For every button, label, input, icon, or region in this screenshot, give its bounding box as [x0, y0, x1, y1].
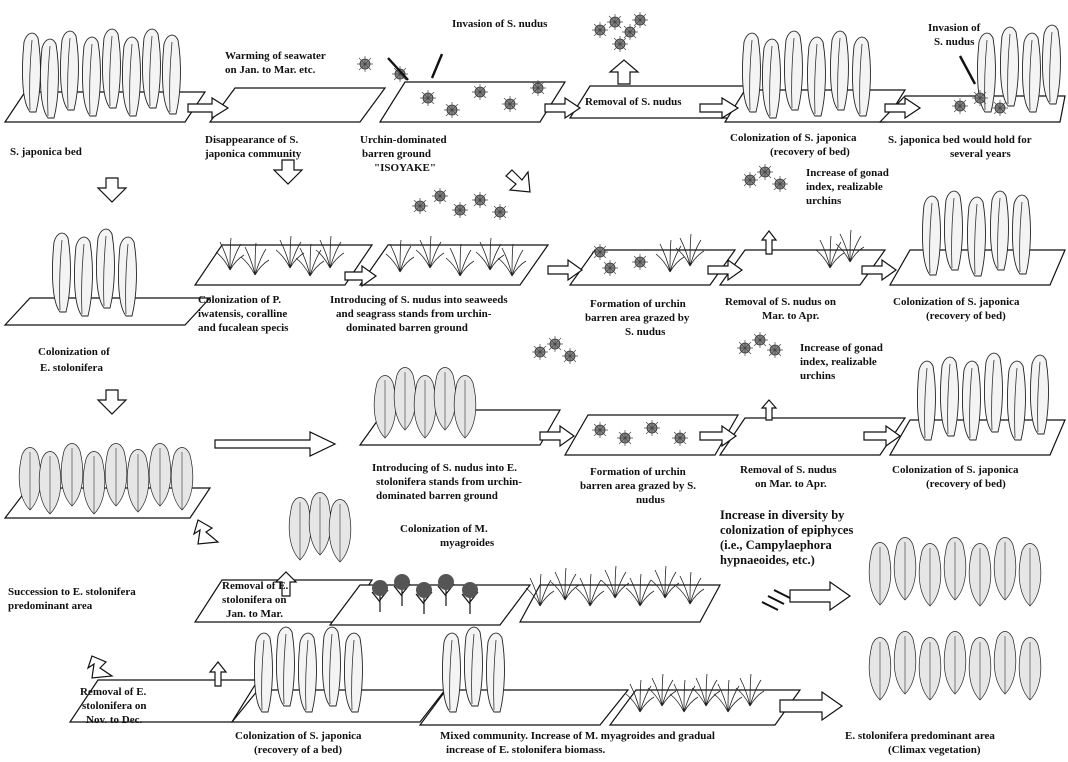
label-japonica-bed: S. japonica bed — [10, 146, 82, 159]
label-gonad3-3: urchins — [800, 370, 835, 383]
label-form-1: Formation of urchin — [590, 298, 686, 311]
row5-plates — [70, 680, 800, 725]
label-gonad-1: Increase of gonad — [806, 167, 889, 180]
label-intro3-3: dominated barren ground — [376, 490, 498, 503]
label-invasion-r2: S. nudus — [934, 36, 974, 49]
label-colon5-2: (recovery of a bed) — [254, 744, 342, 757]
label-succ-1: Succession to E. stolonifera — [8, 586, 136, 599]
label-colon3-2: (recovery of bed) — [926, 478, 1006, 491]
label-removal: Removal of S. nudus — [585, 96, 682, 109]
label-remove5-2: stolonifera on — [82, 700, 146, 713]
label-intro3-2: stolonifera stands from urchin- — [376, 476, 522, 489]
label-gonad3-1: Increase of gonad — [800, 342, 883, 355]
label-colon-e2: E. stolonifera — [40, 362, 103, 375]
label-intro-3: dominated barren ground — [346, 322, 468, 335]
label-gonad-3: urchins — [806, 195, 841, 208]
label-form-2: barren area grazed by — [585, 312, 689, 325]
label-colon5-1: Colonization of S. japonica — [235, 730, 362, 743]
label-urchin-1: Urchin-dominated — [360, 134, 447, 147]
label-removal3-1: Removal of S. nudus — [740, 464, 837, 477]
label-colon-m2: myagroides — [440, 537, 494, 550]
label-warming-2: on Jan. to Mar. etc. — [225, 64, 315, 77]
label-warming-1: Warming of seawater — [225, 50, 326, 63]
label-div-3: (i.e., Campylaephora — [720, 538, 832, 552]
label-succ-2: predominant area — [8, 600, 92, 613]
label-removal2-1: Removal of S. nudus on — [725, 296, 836, 309]
row2-plates — [5, 245, 1065, 325]
label-colon-1: Colonization of S. japonica — [730, 132, 857, 145]
label-colon2-1: Colonization of S. japonica — [893, 296, 1020, 309]
label-colon2-2: (recovery of bed) — [926, 310, 1006, 323]
label-colon-e1: Colonization of — [38, 346, 110, 359]
label-colon-p2: iwatensis, coralline — [198, 308, 287, 321]
label-disappear-1: Disappearance of S. — [205, 134, 298, 147]
label-remove5-3: Nov. to Dec. — [86, 714, 142, 727]
label-climax-2: (Climax vegetation) — [888, 744, 981, 757]
label-removal2-2: Mar. to Apr. — [762, 310, 819, 323]
plate-warming — [210, 88, 385, 122]
label-gonad-2: index, realizable — [806, 181, 883, 194]
label-remove4-3: Jan. to Mar. — [226, 608, 283, 621]
label-remove5-1: Removal of E. — [80, 686, 146, 699]
label-form3-2: barren area grazed by S. — [580, 480, 696, 493]
label-colon-p1: Colonization of P. — [198, 294, 281, 307]
label-removal3-2: on Mar. to Apr. — [755, 478, 827, 491]
label-intro-1: Introducing of S. nudus into seaweeds — [330, 294, 508, 307]
label-form3-1: Formation of urchin — [590, 466, 686, 479]
label-remove4-2: stolonifera on — [222, 594, 286, 607]
label-form-3: S. nudus — [625, 326, 665, 339]
label-invasion-r1: Invasion of — [928, 22, 980, 35]
label-remove4-1: Removal of E. — [222, 580, 288, 593]
label-disappear-2: japonica community — [205, 148, 301, 161]
label-hold-2: several years — [950, 148, 1011, 161]
label-colon-2: (recovery of bed) — [770, 146, 850, 159]
label-div-4: hypnaeoides, etc.) — [720, 553, 815, 567]
label-mixed-2: increase of E. stolonifera biomass. — [446, 744, 605, 757]
label-colon-m1: Colonization of M. — [400, 523, 488, 536]
label-mixed-1: Mixed community. Increase of M. myagroid… — [440, 730, 715, 743]
label-urchin-3: "ISOYAKE" — [374, 162, 436, 175]
label-hold-1: S. japonica bed would hold for — [888, 134, 1032, 147]
label-form3-3: nudus — [636, 494, 665, 507]
label-div-1: Increase in diversity by — [720, 508, 844, 522]
label-invasion: Invasion of S. nudus — [452, 18, 547, 31]
label-div-2: colonization of epiphyces — [720, 523, 853, 537]
label-intro3-1: Introducing of S. nudus into E. — [372, 462, 517, 475]
label-intro-2: and seagrass stands from urchin- — [336, 308, 491, 321]
label-urchin-2: barren ground — [362, 148, 431, 161]
label-colon-p3: and fucalean specis — [198, 322, 288, 335]
row4-vegetation — [289, 493, 1041, 615]
label-climax-1: E. stolonifera predominant area — [845, 730, 995, 743]
label-gonad3-2: index, realizable — [800, 356, 877, 369]
label-colon3-1: Colonization of S. japonica — [892, 464, 1019, 477]
